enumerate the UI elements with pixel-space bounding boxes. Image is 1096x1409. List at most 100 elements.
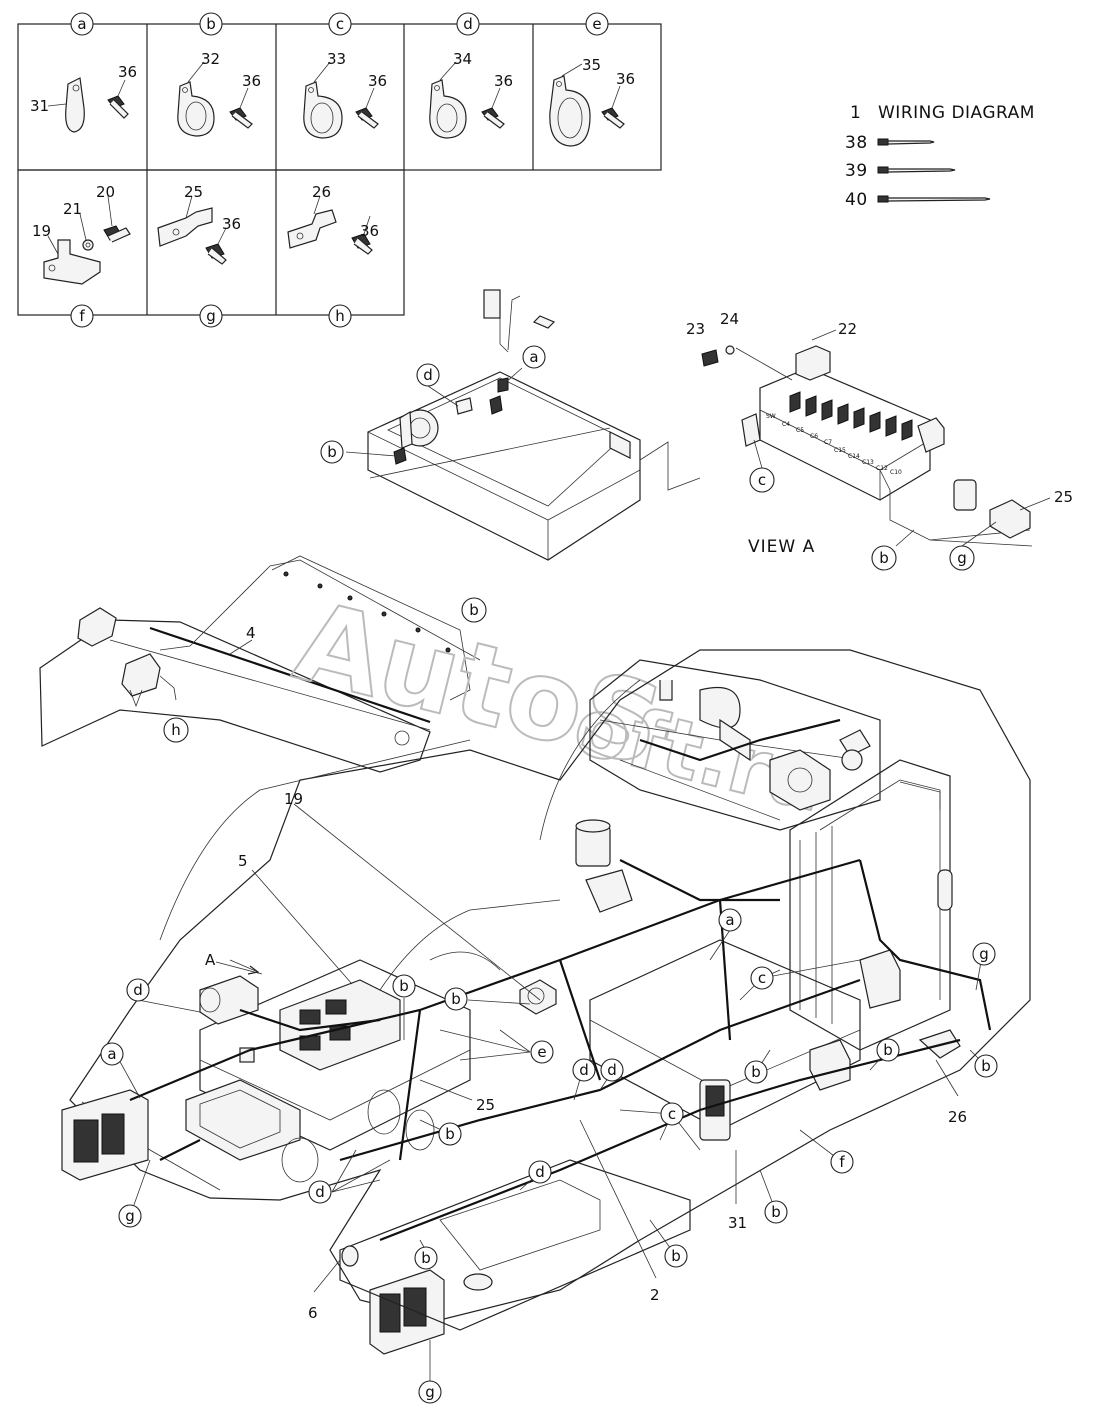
part-number-25: 25 [184,183,203,201]
clamp-h-drawing [287,195,373,255]
callout-e: e [530,1040,554,1064]
svg-text:b: b [445,1125,455,1143]
svg-text:b: b [399,977,409,995]
clamp-e-drawing [549,63,625,147]
part-number-23: 23 [686,320,705,338]
part-number-36: 36 [242,72,261,90]
legend-tie-40-number: 40 [845,190,868,210]
svg-text:d: d [133,981,143,999]
legend-item-1-label: WIRING DIAGRAM [878,103,1035,123]
svg-text:d: d [463,15,473,33]
fuse-box-drawing [701,329,1051,547]
callout-b: b [876,1038,900,1062]
callout-c: c [750,966,774,990]
clamp-g-drawing [157,195,227,265]
part-number-26: 26 [948,1108,967,1126]
callout-d: d [416,363,440,387]
wiring-harness-drawing [129,718,992,1242]
svg-text:C6: C6 [810,433,818,440]
callout-c: c [660,1102,684,1126]
callout-b: b [438,1122,462,1146]
table-header-e: e [585,12,609,36]
clamp-a-drawing [47,77,129,133]
fuse-labels: SW C4 C5 C6 C7 C15 C14 C13 C12 C10 [766,413,902,476]
callout-d: d [528,1160,552,1184]
table-header-b: b [199,12,223,36]
legend-tie-38-number: 38 [845,133,868,153]
part-number-24: 24 [720,310,739,328]
part-number-32: 32 [201,50,220,68]
clamp-f-drawing [43,195,131,285]
part-number-34: 34 [453,50,472,68]
svg-text:c: c [336,15,344,33]
svg-text:g: g [125,1207,135,1225]
svg-text:SW: SW [766,413,776,420]
svg-text:C14: C14 [848,453,860,460]
table-footer-g: g [199,304,223,328]
arrow-label-a: A [205,951,216,969]
part-number-19: 19 [32,222,51,240]
view-a-label: VIEW A [748,537,815,557]
svg-text:a: a [725,911,734,929]
part-number-21: 21 [63,200,82,218]
svg-text:b: b [771,1203,781,1221]
clamp-b-drawing [177,61,253,137]
callout-d: d [572,1058,596,1082]
part-number-36: 36 [118,63,137,81]
svg-text:f: f [79,307,85,325]
svg-text:f: f [839,1153,845,1171]
part-number-35: 35 [582,56,601,74]
svg-text:c: c [668,1105,676,1123]
callout-b: b [461,597,487,623]
callout-b: b [744,1060,768,1084]
svg-text:b: b [671,1247,681,1265]
svg-text:C4: C4 [782,421,790,428]
callout-g: g [418,1380,442,1404]
callout-b: b [392,974,416,998]
svg-text:b: b [206,15,216,33]
part-number-36: 36 [616,70,635,88]
callout-g: g [972,942,996,966]
svg-text:a: a [107,1045,116,1063]
cable-tie-38 [877,138,935,146]
callout-b: b [444,987,468,1011]
legend-tie-39-number: 39 [845,161,868,181]
svg-text:g: g [206,307,216,325]
callout-f: f [830,1150,854,1174]
callout-b: b [664,1244,688,1268]
table-header-a: a [70,12,94,36]
callout-d: d [126,978,150,1002]
part-number-2: 2 [650,1286,660,1304]
svg-text:b: b [469,601,479,619]
svg-text:d: d [535,1163,545,1181]
svg-text:b: b [879,549,889,567]
svg-text:c: c [758,969,766,987]
svg-text:g: g [425,1383,435,1401]
svg-text:C5: C5 [796,427,804,434]
boom-drawing [39,555,481,773]
svg-text:e: e [537,1043,546,1061]
callout-g: g [118,1204,142,1228]
svg-text:h: h [335,307,345,325]
legend-item-1-number: 1 [850,103,861,123]
callout-g: g [949,545,975,571]
svg-text:b: b [451,990,461,1008]
callout-a: a [100,1042,124,1066]
part-number-22: 22 [838,320,857,338]
svg-text:d: d [579,1061,589,1079]
table-header-c: c [328,12,352,36]
part-number-36: 36 [494,72,513,90]
part-number-25: 25 [476,1096,495,1114]
clamp-c-drawing [303,61,379,139]
part-number-31: 31 [728,1214,747,1232]
svg-text:d: d [423,366,433,384]
svg-text:a: a [77,15,86,33]
svg-text:C15: C15 [834,447,846,454]
svg-text:a: a [529,348,538,366]
part-number-19: 19 [284,790,303,808]
svg-text:d: d [315,1183,325,1201]
part-number-36: 36 [360,222,379,240]
svg-text:g: g [979,945,989,963]
svg-text:d: d [607,1061,617,1079]
